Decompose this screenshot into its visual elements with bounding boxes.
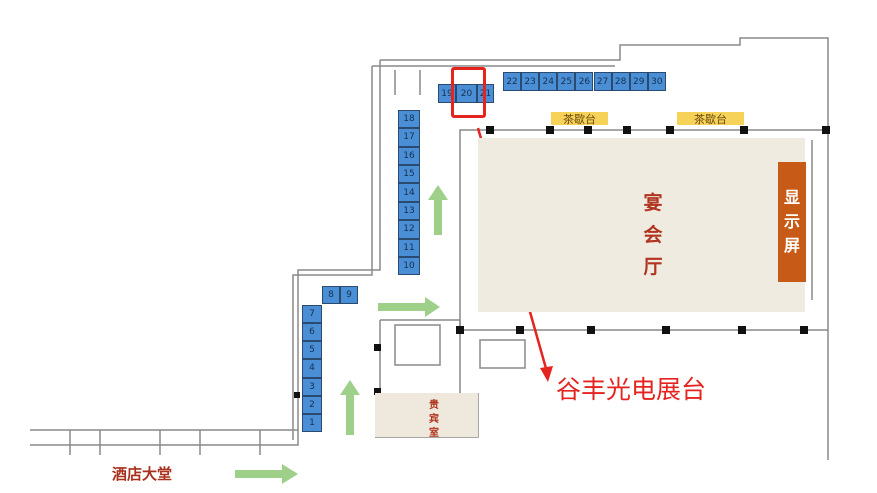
banquet-hall-label: 会 bbox=[643, 224, 663, 246]
screen-char: 屏 bbox=[783, 236, 800, 255]
banquet-hall-label: 宴 bbox=[643, 192, 663, 214]
hotel-lobby-label: 酒店大堂 bbox=[112, 465, 173, 483]
vip-room bbox=[375, 393, 478, 437]
highlighted-booth-box bbox=[451, 67, 486, 118]
booth-18[interactable]: 18 bbox=[398, 109, 420, 129]
booth-28[interactable]: 28 bbox=[611, 72, 630, 91]
booth-22[interactable]: 22 bbox=[503, 72, 522, 91]
booth-26[interactable]: 26 bbox=[575, 72, 594, 91]
booth-20[interactable]: 20 bbox=[456, 84, 477, 103]
booth-7[interactable]: 7 bbox=[302, 304, 322, 323]
booth-3[interactable]: 3 bbox=[302, 377, 322, 396]
booth-13[interactable]: 13 bbox=[398, 201, 420, 221]
screen-char: 显 bbox=[783, 188, 800, 207]
booth-29[interactable]: 29 bbox=[629, 72, 648, 91]
tea-station: 茶歇台 bbox=[677, 112, 744, 126]
direction-arrows bbox=[235, 185, 448, 484]
vip-room-label: 贵 bbox=[429, 400, 439, 411]
banquet-hall bbox=[478, 138, 805, 312]
booth-17[interactable]: 17 bbox=[398, 128, 420, 147]
booth-11[interactable]: 11 bbox=[398, 238, 420, 257]
banquet-hall-label: 厅 bbox=[643, 256, 663, 278]
booth-30[interactable]: 30 bbox=[647, 72, 666, 91]
booth-6[interactable]: 6 bbox=[302, 323, 322, 342]
booth-16[interactable]: 16 bbox=[398, 146, 420, 165]
tea-station: 茶歇台 bbox=[551, 112, 608, 126]
booth-23[interactable]: 23 bbox=[521, 72, 540, 91]
vip-room-label: 室 bbox=[429, 428, 439, 439]
vip-room-label: 宾 bbox=[429, 414, 439, 425]
booth-1[interactable]: 1 bbox=[302, 414, 322, 433]
booth-27[interactable]: 27 bbox=[593, 72, 612, 91]
screen-char: 示 bbox=[783, 212, 800, 231]
booth-12[interactable]: 12 bbox=[398, 220, 420, 239]
booth-14[interactable]: 14 bbox=[398, 183, 420, 202]
display-screen: 显 示 屏 bbox=[778, 162, 806, 282]
booth-24[interactable]: 24 bbox=[539, 72, 558, 91]
booth-2[interactable]: 2 bbox=[302, 395, 322, 414]
booth-8[interactable]: 8 bbox=[322, 286, 340, 304]
booth-5[interactable]: 5 bbox=[302, 341, 322, 360]
booth-4[interactable]: 4 bbox=[302, 359, 322, 378]
booth-25[interactable]: 25 bbox=[557, 72, 576, 91]
callout-label: 谷丰光电展台 bbox=[556, 375, 707, 404]
booth-15[interactable]: 15 bbox=[398, 165, 420, 184]
booth-10[interactable]: 10 bbox=[398, 257, 420, 276]
booth-9[interactable]: 9 bbox=[340, 286, 358, 304]
